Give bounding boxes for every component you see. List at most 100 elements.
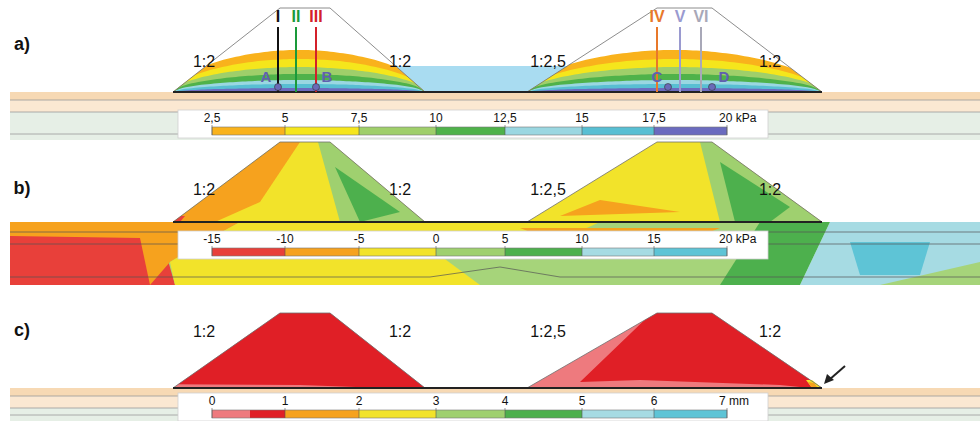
colour-bar-tick	[582, 246, 583, 256]
pointer-arrow	[824, 374, 834, 384]
colour-bar-tick	[727, 125, 728, 135]
colour-bar-segment	[436, 248, 505, 256]
section-line	[295, 27, 297, 92]
colour-bar-tick	[654, 125, 655, 135]
scale-value: 0	[433, 233, 440, 245]
colour-bar-tick	[285, 125, 286, 135]
colour-bar-segment	[505, 127, 582, 135]
colour-bar-tick	[727, 246, 728, 256]
point-label: C	[652, 69, 663, 84]
section-line	[700, 27, 702, 92]
colour-bar-tick	[654, 408, 655, 418]
point-label: A	[261, 69, 272, 84]
colour-bar-frame	[212, 127, 727, 135]
scale-value: -10	[276, 233, 293, 245]
panel-letter: b)	[14, 179, 31, 197]
stress-contour	[850, 242, 930, 275]
scale-value: 5	[502, 233, 509, 245]
colour-bar-tick	[436, 125, 437, 135]
contour-zone	[170, 142, 430, 222]
dike-outline	[173, 142, 425, 222]
point-label: D	[719, 69, 730, 84]
colour-bar-tick	[212, 408, 213, 418]
legend-box	[178, 231, 768, 259]
colour-bar-tick	[582, 408, 583, 418]
slope-ratio: 1:2	[389, 324, 411, 340]
section-number: IV	[649, 9, 664, 25]
scale-value: 10	[429, 112, 442, 124]
scale-value: -15	[203, 233, 220, 245]
measurement-point	[709, 84, 716, 91]
scale-value: -5	[354, 233, 365, 245]
stress-contours	[170, 142, 430, 222]
dike-base	[173, 221, 822, 223]
dike-outline	[527, 142, 822, 222]
slope-ratio: 1:2	[193, 54, 215, 70]
colour-bar-tick	[212, 125, 213, 135]
slope-ratio: 1:2	[759, 324, 781, 340]
ground-layer	[10, 92, 980, 100]
scale-value: 7,5	[351, 112, 368, 124]
colour-bar-segment	[505, 248, 582, 256]
colour-bar-segment	[654, 410, 727, 418]
colour-bar-segment	[654, 127, 727, 135]
scale-value: 20 kPa	[719, 112, 756, 124]
section-number: III	[309, 9, 322, 25]
colour-bar-segment	[654, 248, 727, 256]
layer-line	[10, 100, 980, 101]
stress-contours	[520, 142, 830, 222]
section-number: V	[675, 9, 686, 25]
scale-value: 2,5	[204, 112, 221, 124]
scale-value: 15	[647, 233, 660, 245]
displacement-zone	[580, 308, 830, 390]
contour-band	[173, 67, 425, 93]
colour-bar-segment	[582, 248, 654, 256]
colour-bar-segment	[285, 248, 359, 256]
scale-value: 20 kPa	[719, 233, 756, 245]
colour-bar-tick	[359, 408, 360, 418]
scale-value: 12,5	[493, 112, 516, 124]
section-line	[679, 27, 681, 92]
colour-bar-segment	[285, 410, 359, 418]
scale-value: 3	[433, 395, 440, 407]
scale-value: 2	[356, 395, 363, 407]
dike-outline	[527, 313, 822, 388]
colour-bar-tick	[285, 408, 286, 418]
slope-ratio: 1:2	[759, 182, 781, 198]
contour-band	[527, 67, 822, 93]
section-line	[277, 27, 279, 92]
stress-contour	[170, 244, 480, 285]
colour-bar-segment	[582, 127, 654, 135]
contour-zone	[720, 162, 790, 222]
colour-bar-tick	[582, 125, 583, 135]
contour-zone	[560, 200, 680, 216]
colour-bar-segment	[212, 127, 285, 135]
stress-field	[10, 222, 980, 285]
dike-outline	[173, 313, 425, 388]
scale-value: 7 mm	[719, 395, 749, 407]
scale-value: 5	[579, 395, 586, 407]
colour-bar-segment	[250, 410, 285, 418]
dike-outline	[173, 8, 425, 92]
stress-contours	[527, 50, 822, 93]
displacement-zone	[150, 308, 440, 390]
colour-bar-tick	[436, 246, 437, 256]
legend-box	[178, 110, 768, 138]
colour-bar-segment	[285, 127, 359, 135]
contour-zone	[318, 142, 430, 222]
scale-value: 4	[502, 395, 509, 407]
stress-contour	[10, 236, 150, 285]
scale-value: 1	[282, 395, 289, 407]
colour-bar-segment	[505, 410, 582, 418]
colour-bar-segment	[359, 248, 436, 256]
dike-base	[173, 387, 822, 389]
section-number: VI	[693, 9, 708, 25]
scale-value: 0	[209, 395, 216, 407]
slope-ratio: 1:2	[193, 182, 215, 198]
contour-band	[527, 50, 822, 93]
colour-bar-segment	[359, 127, 436, 135]
colour-bar-frame	[212, 410, 727, 418]
colour-bar-segment	[359, 410, 436, 418]
